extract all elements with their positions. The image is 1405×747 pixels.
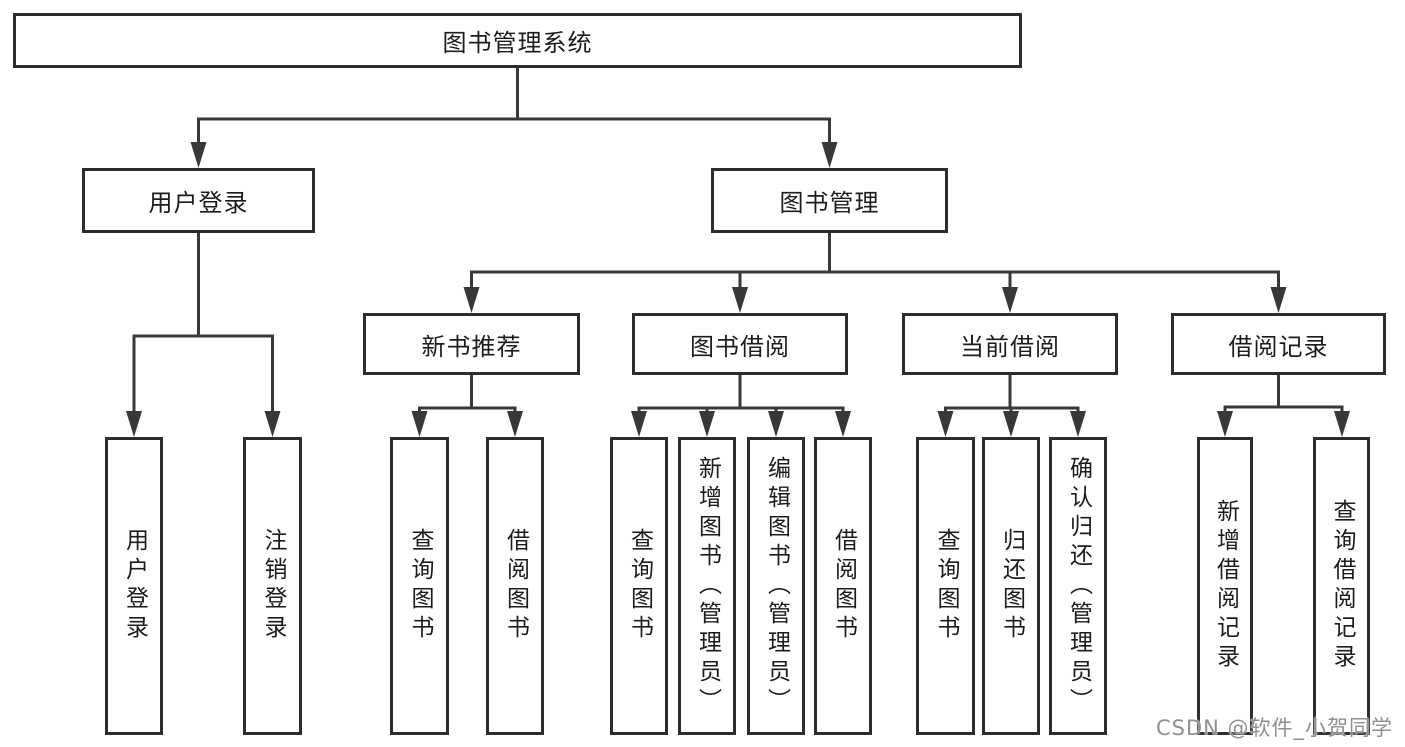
connector xyxy=(411,375,523,437)
node-label-root: 图书管理系统 xyxy=(442,29,593,57)
node-label-branch-book-mgmt: 图书管理 xyxy=(779,189,880,217)
node-leaf-br-add-record: 新增借阅记录 xyxy=(1197,437,1253,735)
arrowhead-icon xyxy=(190,142,207,168)
arrowhead-icon xyxy=(1003,411,1019,437)
node-label-leaf-bb-query-books: 查询图书 xyxy=(626,528,653,644)
arrowhead-icon xyxy=(699,411,715,437)
node-leaf-rec-query-books: 查询图书 xyxy=(390,437,449,735)
node-module-current-borrow: 当前借阅 xyxy=(902,313,1118,375)
node-branch-user-login: 用户登录 xyxy=(82,168,315,233)
connector xyxy=(631,375,851,437)
node-label-leaf-rec-query-books: 查询图书 xyxy=(407,528,433,644)
node-label-leaf-bb-add-books: 新增图书（管理员） xyxy=(694,455,721,717)
connector xyxy=(190,68,838,168)
arrowhead-icon xyxy=(1217,411,1233,437)
arrowhead-icon xyxy=(264,411,281,437)
arrowhead-icon xyxy=(1334,411,1350,437)
node-label-leaf-cb-confirm-return: 确认归还（管理员） xyxy=(1065,455,1092,717)
watermark: CSDN @软件_小贺同学 xyxy=(1156,716,1394,740)
arrowhead-icon xyxy=(835,411,851,437)
node-leaf-bb-query-books: 查询图书 xyxy=(610,437,668,735)
node-label-module-current-borrow: 当前借阅 xyxy=(960,332,1060,361)
connector xyxy=(126,233,281,437)
arrowhead-icon xyxy=(732,287,748,313)
arrowhead-icon xyxy=(507,411,523,437)
node-label-branch-user-login: 用户登录 xyxy=(148,189,249,217)
node-leaf-cb-confirm-return: 确认归还（管理员） xyxy=(1049,437,1107,735)
node-root: 图书管理系统 xyxy=(13,13,1022,68)
arrowhead-icon xyxy=(768,411,784,437)
node-leaf-rec-borrow-books: 借阅图书 xyxy=(486,437,544,735)
arrowhead-icon xyxy=(631,411,647,437)
node-label-leaf-br-add-record: 新增借阅记录 xyxy=(1212,499,1239,673)
arrowhead-icon xyxy=(411,411,428,437)
arrowhead-icon xyxy=(821,142,838,168)
arrowhead-icon xyxy=(937,411,954,437)
arrowhead-icon xyxy=(126,411,142,437)
node-label-leaf-user-login: 用户登录 xyxy=(121,528,148,644)
arrowhead-icon xyxy=(1270,287,1287,313)
connector xyxy=(1217,375,1350,437)
node-leaf-bb-edit-books: 编辑图书（管理员） xyxy=(747,437,805,735)
node-branch-book-mgmt: 图书管理 xyxy=(711,168,948,233)
node-leaf-bb-borrow-books: 借阅图书 xyxy=(814,437,872,735)
node-label-leaf-cb-query-books: 查询图书 xyxy=(933,528,959,644)
node-label-leaf-cb-return-books: 归还图书 xyxy=(998,528,1025,644)
node-label-module-new-book-rec: 新书推荐 xyxy=(421,332,522,361)
arrowhead-icon xyxy=(463,287,480,313)
node-leaf-user-login: 用户登录 xyxy=(105,437,163,735)
node-label-leaf-bb-borrow-books: 借阅图书 xyxy=(830,528,857,644)
arrowhead-icon xyxy=(1002,287,1018,313)
node-label-leaf-bb-edit-books: 编辑图书（管理员） xyxy=(763,455,790,717)
node-leaf-bb-add-books: 新增图书（管理员） xyxy=(678,437,736,735)
connector xyxy=(937,375,1086,437)
node-label-leaf-br-query-record: 查询借阅记录 xyxy=(1329,499,1355,673)
node-label-module-borrow-records: 借阅记录 xyxy=(1228,332,1329,361)
node-label-leaf-logout: 注销登录 xyxy=(260,528,286,644)
node-leaf-logout: 注销登录 xyxy=(243,437,302,735)
node-label-leaf-rec-borrow-books: 借阅图书 xyxy=(502,528,529,644)
node-leaf-br-query-record: 查询借阅记录 xyxy=(1313,437,1370,735)
node-module-new-book-rec: 新书推荐 xyxy=(363,313,580,375)
node-label-module-book-borrow: 图书借阅 xyxy=(690,332,790,361)
node-leaf-cb-return-books: 归还图书 xyxy=(982,437,1040,735)
arrowhead-icon xyxy=(1070,411,1086,437)
node-leaf-cb-query-books: 查询图书 xyxy=(916,437,975,735)
connector xyxy=(463,233,1287,313)
node-module-borrow-records: 借阅记录 xyxy=(1171,313,1386,375)
node-module-book-borrow: 图书借阅 xyxy=(632,313,848,375)
